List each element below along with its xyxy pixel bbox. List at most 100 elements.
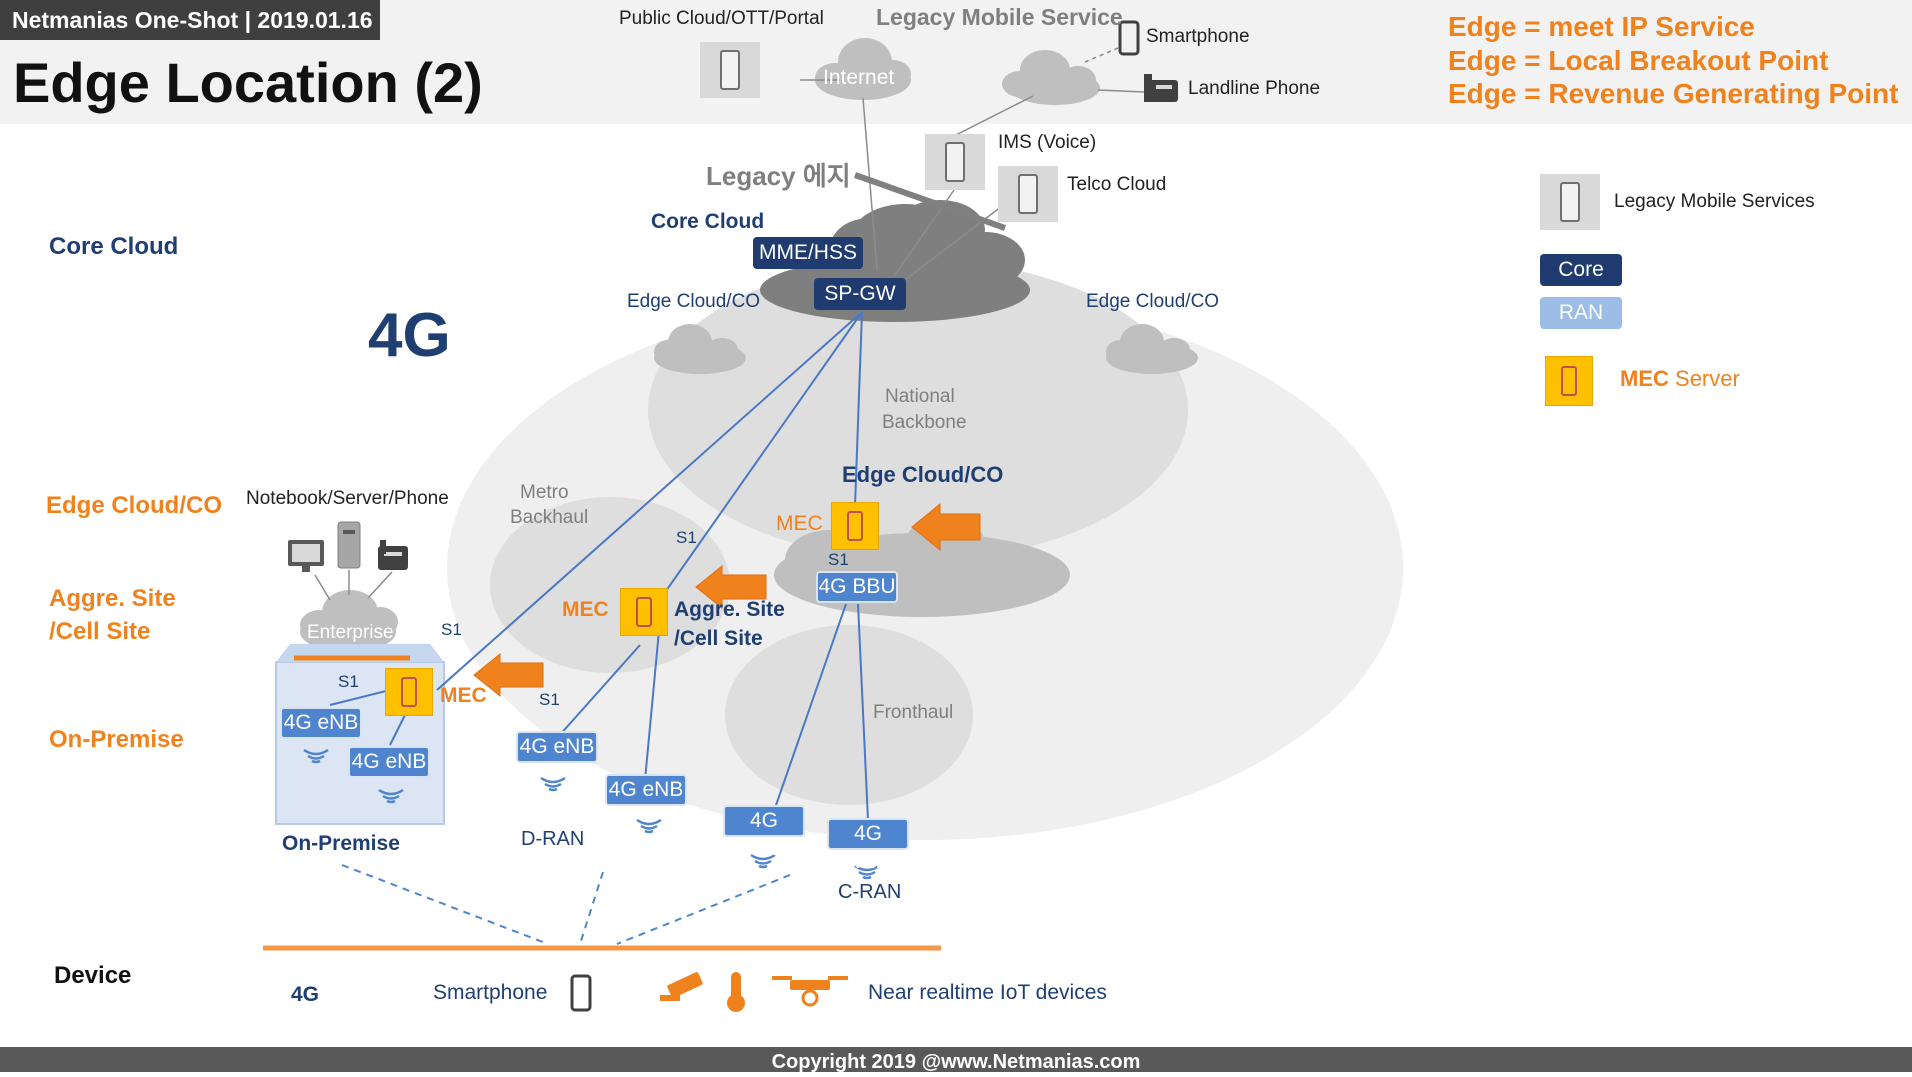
device-links [341,864,791,945]
mec-server-edge-icon [831,502,879,550]
notebook-server-phone-label: Notebook/Server/Phone [246,488,449,509]
legacy-cloud-to-smartphone [1084,47,1119,63]
radio-signal-icon [636,818,662,834]
bbu-badge: 4G BBU [816,571,898,603]
row-label-aggre-site: Aggre. Site [49,585,176,612]
edge-definition-local-breakout: Edge = Local Breakout Point [1448,45,1829,76]
legend-mec-text: MEC [1620,366,1669,391]
enterprise-cloud-shape [300,590,398,652]
s1-link-edge [854,311,863,507]
arrow-edge-mec [911,502,981,552]
radio-signal-icon [303,748,329,764]
device-smartphone-label: Smartphone [433,981,548,1004]
legacy-edge-divider [854,172,1006,231]
arrow-aggre-mec [695,564,767,610]
legend-core-badge: Core [1540,254,1622,286]
edge-cloud-left-shape [654,324,746,374]
row-label-core-cloud: Core Cloud [49,233,179,260]
edge-cloud-right-shape [1106,324,1198,374]
radio-signal-icon [854,864,880,880]
legend-server-text: Server [1675,366,1740,391]
sp-gw-badge: SP-GW [814,278,906,310]
edge-cloud-right-label: Edge Cloud/CO [1086,291,1220,312]
metro-backhaul-ellipse [490,497,730,673]
legacy-mobile-service-label: Legacy Mobile Service [876,4,1123,30]
enterprise-label: Enterprise [307,622,394,643]
landline-phone-label: Landline Phone [1188,78,1321,99]
fronthaul-label: Fronthaul [873,702,954,723]
national-backbone-label-1: National [885,386,955,407]
s1-links [329,311,869,821]
aggre-site-label-1: Aggre. Site [674,598,785,621]
radio-signal-icon [540,776,566,792]
desk-phone-icon [378,540,408,570]
mec-edge-label: MEC [776,512,823,535]
s1-label-aggre: S1 [676,528,697,547]
internet-to-core [862,97,878,271]
metro-backhaul-label-1: Metro [520,482,569,503]
enb-dran-2-badge: 4G eNB [605,774,687,806]
device-iot-label: Near realtime IoT devices [868,981,1107,1004]
enb-onpremise-1-badge: 4G eNB [280,707,362,739]
internet-cloud-shape [815,38,911,100]
phone-icons [570,20,1140,1012]
ims-server-icon [925,134,985,190]
mec-server-aggre-icon [620,588,668,636]
d-ran-label: D-RAN [521,828,585,850]
public-cloud-label: Public Cloud/OTT/Portal [619,8,824,29]
s1-label-enb: S1 [539,690,560,709]
telco-to-core [904,199,1011,281]
ims-voice-label: IMS (Voice) [998,132,1097,153]
radio-signal-icon [750,853,776,869]
link-aggre-enb2 [644,619,661,781]
national-backbone-label-2: Backbone [882,412,967,433]
edge-definition-ip-service: Edge = meet IP Service [1448,11,1755,42]
smartphone-device-icon [570,974,592,1012]
rrh-1-badge: 4G RRH [723,805,805,860]
mec-arrows [473,502,981,698]
rrh-2-badge: 4G RRH [827,818,909,873]
mec-aggre-label: MEC [562,598,609,621]
enb-onpremise-2-badge: 4G eNB [348,746,430,778]
on-premise-label: On-Premise [282,832,400,855]
edge-cloud-left-label: Edge Cloud/CO [627,291,761,312]
link-bbu-rrh1 [774,603,847,809]
link-bbu-rrh2 [857,603,869,821]
s1-label-onpremise: S1 [338,672,359,691]
smartphone-top-label: Smartphone [1146,26,1250,47]
page-title: Edge Location (2) [13,51,483,114]
legacy-cloud-to-ims [949,95,1034,139]
row-label-device: Device [54,962,132,989]
public-cloud-server-icon [700,42,760,98]
thermometer-icon [727,972,745,1012]
legend-ran-badge: RAN [1540,297,1622,329]
link-mec-enb1 [329,689,391,706]
smartphone-top-icon [1118,20,1140,56]
fronthaul-ellipse [725,625,973,805]
row-label-cell-site: /Cell Site [49,618,151,645]
device-generation-label: 4G [291,983,320,1006]
link-aggre-enb1 [557,644,641,738]
s1-label-edge: S1 [828,550,849,569]
row-label-edge-cloud: Edge Cloud/CO [46,492,222,519]
arrow-onpremise-mec [473,652,544,698]
s1-label-onpremise-top: S1 [441,620,462,639]
mme-hss-badge: MME/HSS [753,237,863,269]
c-ran-label: C-RAN [838,881,902,903]
mec-server-onpremise-icon [385,668,433,716]
landline-phone-icon [1144,74,1178,102]
national-backbone-ellipse [648,260,1188,560]
row-label-on-premise: On-Premise [49,726,184,753]
legend-legacy-server-icon [1540,174,1600,230]
iot-icons [660,972,848,1012]
drone-icon [772,976,848,1007]
legend-mec-server-label: MEC Server [1620,366,1740,392]
edge-definition-revenue: Edge = Revenue Generating Point [1448,78,1899,109]
radio-signal-icon [378,788,404,804]
monitor-icon [288,540,324,572]
radio-signals [303,748,880,880]
legend-mec-server-icon [1545,356,1593,406]
brand-tag: Netmanias One-Shot | 2019.01.16 [0,0,380,40]
